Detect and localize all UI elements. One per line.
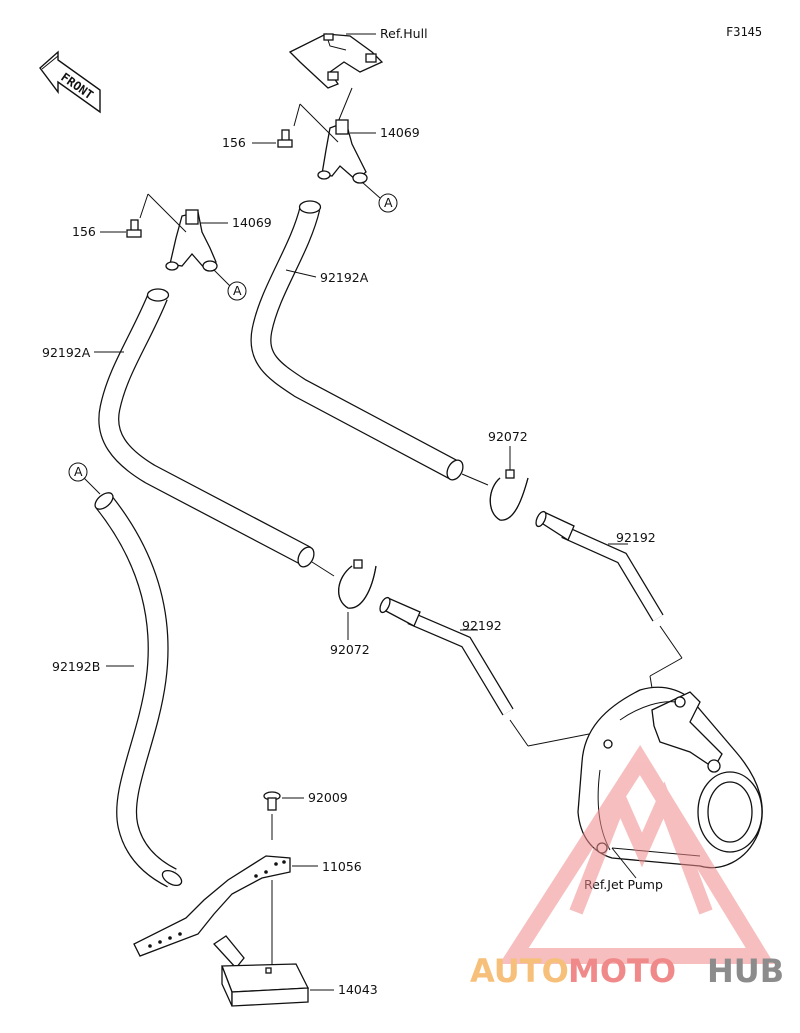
hull-bracket: [288, 33, 384, 89]
label-92192a-right: 92192A: [320, 270, 369, 285]
figure-code: F3145: [726, 25, 762, 39]
watermark-logo: AUTO MOTO HUB: [470, 952, 784, 990]
callout-a-hose-letter: A: [74, 464, 83, 479]
callout-a-lower-letter: A: [233, 283, 242, 298]
label-92192-lower: 92192: [462, 618, 502, 633]
front-arrow-icon: FRONT: [39, 50, 101, 114]
hose-92192b: [94, 492, 183, 888]
hose-92192-upper: [535, 510, 664, 622]
label-14069-lower: 14069: [232, 215, 272, 230]
ref-hull-label: Ref.Hull: [380, 26, 428, 41]
bolt-156-lower: [126, 219, 142, 238]
label-92072-lower: 92072: [330, 642, 370, 657]
screw-92009: [263, 791, 281, 811]
bracket-11056: [133, 855, 291, 957]
label-14043: 14043: [338, 982, 378, 997]
callout-a-lower: [227, 281, 247, 301]
label-92192a-left: 92192A: [42, 345, 91, 360]
hose-92192a-right: [250, 200, 464, 481]
watermark-triangle-icon: [499, 744, 775, 964]
strainer-14043: [213, 935, 310, 1007]
callout-a-upper: [378, 193, 398, 213]
fitting-14069-upper: [317, 119, 368, 184]
label-92192b: 92192B: [52, 659, 100, 674]
label-156-upper: 156: [222, 135, 246, 150]
label-156-lower: 156: [72, 224, 96, 239]
clamp-92072-upper: [489, 469, 529, 521]
watermark-moto: MOTO: [568, 952, 676, 990]
label-92192-upper: 92192: [616, 530, 656, 545]
watermark-hub: HUB: [707, 952, 784, 990]
label-14069-upper: 14069: [380, 125, 420, 140]
label-92072-upper: 92072: [488, 429, 528, 444]
clamp-92072-lower: [338, 559, 377, 609]
watermark-auto: AUTO: [470, 952, 569, 990]
label-11056: 11056: [322, 859, 362, 874]
label-92009: 92009: [308, 790, 348, 805]
callout-a-upper-letter: A: [384, 195, 393, 210]
bolt-156-upper: [277, 129, 293, 148]
callout-a-hose: [68, 462, 88, 482]
ref-jet-pump-label: Ref.Jet Pump: [584, 877, 663, 892]
hose-92192a-left: [98, 288, 315, 568]
fitting-14069-lower: [165, 209, 218, 272]
hose-92192-lower: [379, 596, 514, 716]
